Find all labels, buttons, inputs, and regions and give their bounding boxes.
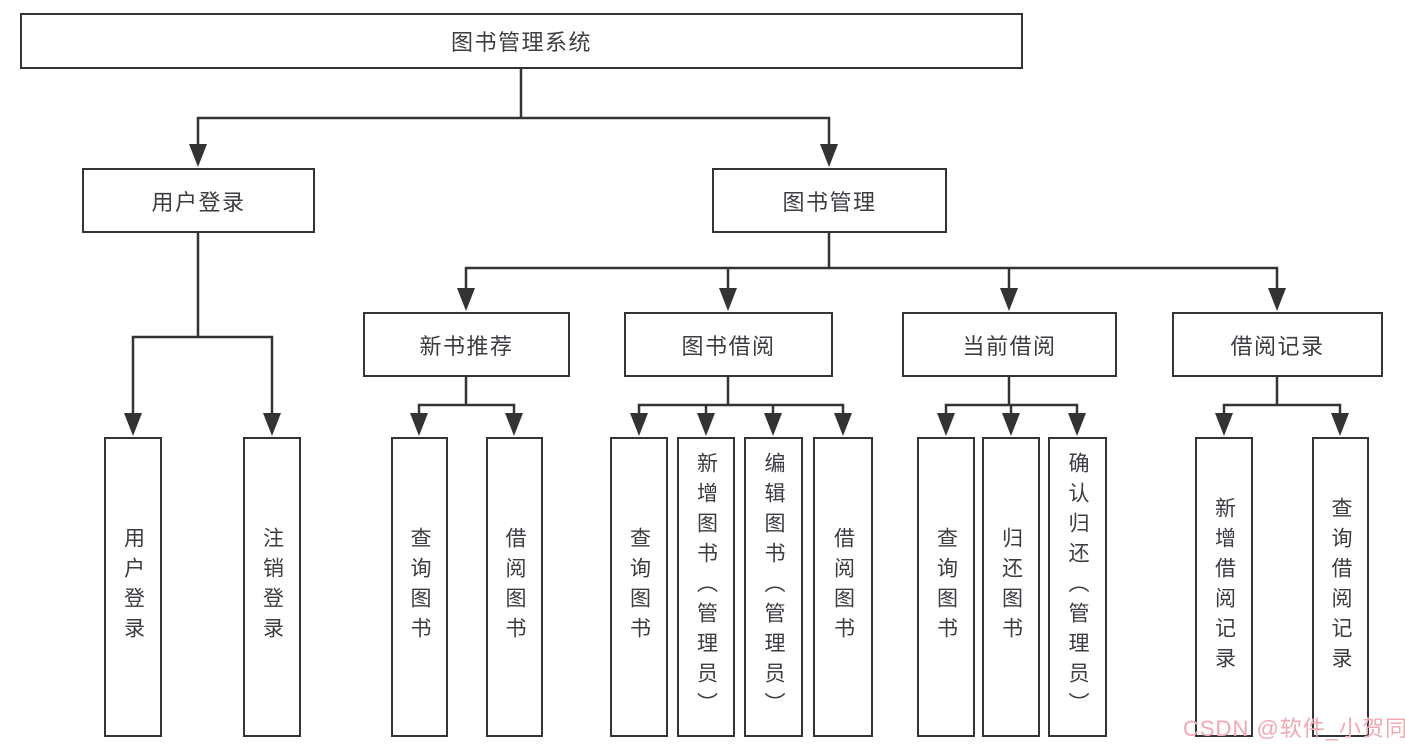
node-add-books-admin-label: 新增图书（管理员）	[694, 452, 718, 722]
node-confirm-return-admin: 确认归还（管理员）	[1048, 437, 1107, 737]
node-current-borrow: 当前借阅	[902, 312, 1117, 377]
node-query-books-recommend: 查询图书	[391, 437, 448, 737]
node-login: 用户登录	[104, 437, 162, 737]
connector-user-login-children	[124, 233, 281, 436]
node-add-borrow-record: 新增借阅记录	[1195, 437, 1253, 737]
node-new-book-recommend-label: 新书推荐	[419, 333, 514, 359]
node-return-books: 归还图书	[982, 437, 1040, 737]
connector-root-to-level2	[189, 69, 838, 167]
connector-new-book-children	[410, 377, 523, 436]
node-query-books-borrow: 查询图书	[610, 437, 668, 737]
csdn-watermark: CSDN @软件_小贺同学	[1183, 716, 1405, 741]
node-query-books-current: 查询图书	[917, 437, 975, 737]
node-add-books-admin: 新增图书（管理员）	[677, 437, 735, 737]
connector-borrow-records-children	[1215, 377, 1349, 436]
node-root-label: 图书管理系统	[450, 30, 592, 55]
node-return-books-label: 归还图书	[999, 527, 1023, 647]
node-borrow-books: 借阅图书	[813, 437, 873, 737]
node-edit-books-admin: 编辑图书（管理员）	[744, 437, 803, 737]
node-borrow-books-recommend: 借阅图书	[486, 437, 543, 737]
connector-book-borrow-children	[630, 377, 852, 436]
connector-current-borrow-children	[937, 377, 1086, 436]
node-add-borrow-record-label: 新增借阅记录	[1212, 497, 1236, 677]
node-logout-label: 注销登录	[260, 527, 284, 647]
node-query-books-recommend-label: 查询图书	[408, 527, 431, 647]
node-logout: 注销登录	[243, 437, 301, 737]
node-book-management-label: 图书管理	[782, 189, 877, 215]
node-borrow-books-recommend-label: 借阅图书	[503, 527, 526, 647]
node-user-login-label: 用户登录	[151, 189, 246, 215]
node-current-borrow-label: 当前借阅	[962, 333, 1057, 359]
node-book-management: 图书管理	[712, 168, 947, 233]
node-query-borrow-record: 查询借阅记录	[1312, 437, 1369, 737]
node-borrow-books-label: 借阅图书	[831, 527, 855, 647]
node-borrow-records-label: 借阅记录	[1230, 333, 1325, 359]
node-query-borrow-record-label: 查询借阅记录	[1329, 497, 1352, 677]
node-query-books-borrow-label: 查询图书	[627, 527, 651, 647]
node-new-book-recommend: 新书推荐	[363, 312, 570, 377]
node-book-borrow-label: 图书借阅	[681, 333, 776, 359]
node-user-login: 用户登录	[82, 168, 315, 233]
node-root: 图书管理系统	[20, 13, 1023, 69]
connector-book-management-to-level3	[457, 233, 1286, 311]
node-edit-books-admin-label: 编辑图书（管理员）	[762, 452, 785, 722]
node-confirm-return-admin-label: 确认归还（管理员）	[1066, 452, 1089, 722]
node-login-label: 用户登录	[121, 527, 145, 647]
node-book-borrow: 图书借阅	[624, 312, 833, 377]
node-borrow-records: 借阅记录	[1172, 312, 1383, 377]
node-query-books-current-label: 查询图书	[934, 527, 958, 647]
